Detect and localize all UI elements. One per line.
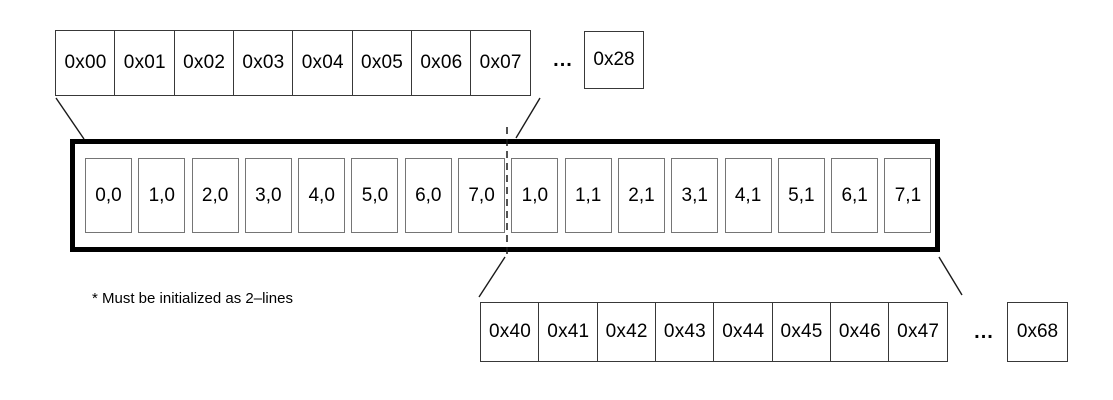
buffer-cell: 7,1 [884, 158, 932, 233]
top-address-cell: 0x03 [232, 30, 294, 96]
buffer-cell: 3,1 [671, 158, 719, 233]
buffer-cell: 1,0 [511, 158, 559, 233]
buffer-cell: 2,0 [191, 158, 239, 233]
top-address-cell: 0x00 [55, 30, 116, 96]
connector-line-top-left [55, 97, 85, 140]
bottom-address-cell: 0x44 [713, 302, 774, 362]
buffer-cell: 3,0 [244, 158, 292, 233]
buffer-cell: 5,1 [777, 158, 825, 233]
top-address-cell: 0x04 [292, 30, 354, 96]
top-address-cell: 0x02 [173, 30, 235, 96]
buffer-cell: 6,1 [831, 158, 879, 233]
buffer-cell: 4,0 [298, 158, 346, 233]
bottom-address-cell: 0x47 [888, 302, 949, 362]
footnote-text: * Must be initialized as 2–lines [92, 290, 293, 307]
buffer-cell: 0,0 [85, 158, 132, 233]
buffer-cell: 5,0 [351, 158, 399, 233]
top-address-cell: 0x06 [410, 30, 472, 96]
bottom-address-cell: 0x41 [538, 302, 599, 362]
buffer-cell: 1,0 [138, 158, 186, 233]
bottom-row-ellipsis: ... [974, 321, 994, 343]
bottom-address-cell: 0x45 [771, 302, 832, 362]
buffer-cell: 7,0 [458, 158, 506, 233]
buffer-cell: 2,1 [617, 158, 665, 233]
bottom-address-cell: 0x43 [654, 302, 715, 362]
top-address-cell: 0x01 [114, 30, 176, 96]
bottom-tail-address-cell: 0x68 [1007, 302, 1068, 362]
connector-line-top-right [515, 97, 541, 139]
buffer-cell: 4,1 [724, 158, 772, 233]
buffer-cell: 1,1 [564, 158, 612, 233]
bottom-address-cell: 0x40 [480, 302, 540, 362]
top-row-ellipsis: ... [553, 49, 573, 71]
top-address-cell: 0x07 [470, 30, 532, 96]
buffer-cell: 6,0 [404, 158, 452, 233]
bottom-address-row: 0x40 0x41 0x42 0x43 0x44 0x45 0x46 0x47 [480, 302, 949, 362]
bottom-address-cell: 0x46 [829, 302, 890, 362]
top-address-row: 0x00 0x01 0x02 0x03 0x04 0x05 0x06 0x07 [55, 30, 532, 96]
connector-line-bottom-right [938, 256, 963, 296]
top-address-cell: 0x05 [351, 30, 413, 96]
connector-line-bottom-left [478, 256, 506, 298]
bottom-address-cell: 0x42 [596, 302, 657, 362]
line-buffer-frame: 0,0 1,0 2,0 3,0 4,0 5,0 6,0 7,0 1,0 1,1 … [70, 139, 940, 252]
top-tail-address-cell: 0x28 [584, 31, 644, 89]
